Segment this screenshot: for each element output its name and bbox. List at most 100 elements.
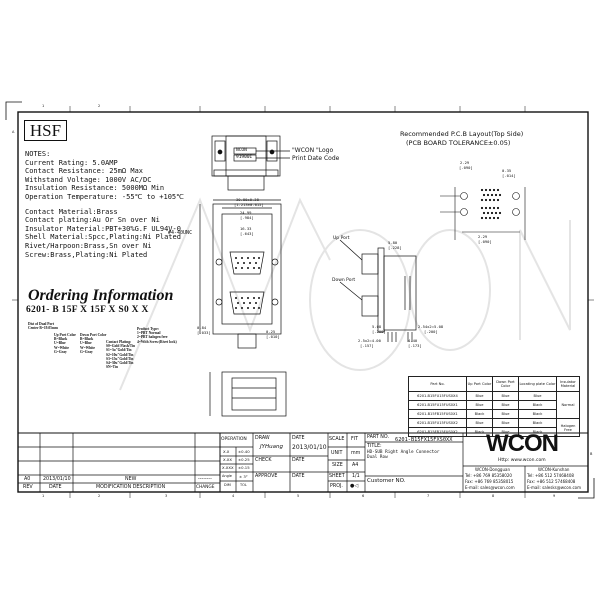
date-code-callout: Print Date Code [292, 155, 340, 162]
plate-color: Black [518, 409, 557, 419]
col-header: Down Port Color [492, 376, 519, 392]
material-halogen: Halogen Free [556, 418, 580, 437]
logo-callout: "WCON "Logo [292, 147, 334, 154]
note-line: Operation Temperature: -55℃ to +105℃ [25, 192, 185, 201]
legend-product-type: Product Type: 1=PBT Normal 2=PBT halogen… [137, 327, 177, 344]
part-no: 6201-B15FB15FUS0X1 [408, 409, 467, 419]
date-code-marking: 91900I [236, 155, 253, 160]
pcb-title: Recommended P.C.B Layout(Top Side) [400, 130, 524, 138]
sheet-label: SHEET [329, 474, 345, 479]
scale-label: SCALE [329, 437, 345, 442]
col-header: Part No. [408, 376, 467, 392]
unit-value: mm [351, 451, 361, 456]
dim-label: 0.25 [266, 329, 276, 334]
plate-color: Blue [518, 391, 557, 401]
up-color: Blue [466, 418, 493, 428]
part-no: 6201-B15FU15FUS0X1 [408, 400, 467, 410]
pcb-tolerance: (PCB BOARD TOLERANCE±0.05) [406, 139, 511, 147]
zone-number: 5 [297, 494, 300, 498]
unit-label: UNIT [331, 451, 343, 456]
material-line: Screw:Brass,Plating:Ni Plated [25, 250, 148, 259]
dim-label: [.984] [240, 215, 254, 220]
dim-label: [.014] [502, 173, 516, 178]
material-normal: Normal [556, 391, 580, 419]
note-line: Withstand Voltage: 1000V AC/DC [25, 175, 152, 184]
side-view-drawing [339, 239, 417, 342]
table-row: 6201-B15FU15FUS0X2 Blue Blue Black Halog… [408, 418, 580, 437]
watermark-wcon [119, 197, 571, 391]
pcb-layout-drawing [440, 187, 526, 240]
col-header: Insulator Material [556, 376, 580, 392]
dim-label: [.090] [459, 165, 473, 170]
dim-label: [.643] [240, 231, 254, 236]
table-row: 6201-B15FU15FUS0X1 Blue Blue Black [408, 400, 580, 410]
desc-header: MODIFICATION DESCRIPTION [96, 485, 166, 490]
bottom-view-drawing [209, 371, 287, 417]
material-line: Contact Material:Brass [25, 207, 118, 216]
tol-value: ± 3° [239, 474, 248, 479]
tol-key: Angle [222, 474, 232, 478]
material-line: Contact plating:Au Or Sn over Ni [25, 216, 160, 225]
kunshan-email[interactable]: E-mail: salesks@wcon.com [527, 485, 582, 490]
dim-label: 4.40 [408, 338, 418, 343]
dongguan-name: WCON-Dongguan [475, 467, 510, 472]
title-value: HD-SUB Right Angle Connector Dual Row [367, 450, 440, 460]
dim-label: 30.80±0.38 [236, 197, 259, 202]
dongguan-fax: Fax: +86 769 85358015 [465, 479, 514, 484]
wcon-logo: WCON [486, 430, 559, 457]
dim-label: 5.80 [388, 240, 398, 245]
tol-key: X.XXX [222, 465, 234, 470]
dim-label: [1.213±0.015] [234, 202, 264, 207]
tol-key: X.X [223, 449, 230, 454]
plate-color: Black [518, 400, 557, 410]
plate-color: Black [518, 427, 557, 437]
tol-key: DIM [224, 483, 231, 487]
legend-down-color: Down Port Color B=Black U=Blue W=White G… [80, 333, 107, 354]
table-row: 6201-B15FB15FUS0X2 Black Blue Black [408, 427, 580, 437]
note-line: Contact Resistance: 25mΩ Max [25, 167, 144, 176]
tol-key: X.XX [223, 457, 233, 462]
dim-label: [.010] [266, 334, 280, 339]
check-date-label: DATE [292, 458, 305, 463]
approve-date-label: DATE [292, 474, 305, 479]
ordering-title: Ordering Information [28, 287, 174, 304]
notes-block: NOTES: Current Rating: 5.0AMP Contact Re… [25, 150, 184, 259]
top-view-drawing [211, 135, 290, 191]
dim-label: 0.35 [502, 168, 512, 173]
up-color: Blue [466, 400, 493, 410]
dim-label: 2.5x2=4.00 [358, 338, 381, 343]
approve-label: APPROVE [255, 474, 278, 479]
dim-label: [.157] [360, 343, 374, 348]
company-url[interactable]: Http: www.wcon.com [498, 458, 546, 463]
check-label: CHECK [255, 458, 272, 463]
dongguan-tel: Tel: +86 769 85358020 [465, 473, 512, 478]
proj-label: PROJ. [330, 484, 343, 489]
parts-table: Part No. Up Port Color Down Port Color L… [408, 376, 580, 437]
down-color: Blue [492, 400, 519, 410]
dim-label: 2.54x2=5.08 [418, 324, 444, 329]
legend-dist: Dist of Dual Port Center B=19.05mm [28, 322, 58, 331]
part-no: 6201-B15FU15FUS0X4 [408, 391, 467, 401]
thread-callout: #4-40UNC [168, 230, 193, 236]
col-header: Up Port Color [466, 376, 493, 392]
dim-label: [.228] [388, 245, 402, 250]
logo-marking: NCON [236, 148, 247, 153]
up-color: Blue [466, 391, 493, 401]
zone-number: 6 [362, 494, 365, 498]
part-no-label: PART NO. [367, 435, 389, 440]
ordering-code: 6201- B 15F X 15F X S0 X X [26, 305, 149, 315]
dongguan-email[interactable]: E-mail: sales@wcon.com [465, 485, 515, 490]
scale-value: FIT [351, 437, 359, 442]
material-line: Rivet/Harpoon:Brass,Sn over Ni [25, 241, 152, 250]
date-label: DATE [292, 436, 305, 441]
dim-label: [.033] [197, 330, 211, 335]
zone-number: 2 [98, 494, 101, 498]
up-port-label: Up Port [333, 236, 350, 241]
zone-number: 4 [232, 494, 235, 498]
material-line: Shell Material:Spcc,Plating:Ni Plated [25, 233, 181, 242]
part-no-value: 6201-B15FX15FXS0XX [395, 437, 453, 443]
dim-label: 2.29 [478, 234, 488, 239]
sheet-frame [5, 101, 595, 499]
table-row: 6201-B15FB15FUS0X1 Black Blue Black [408, 409, 580, 419]
title-label: TITLE: [367, 444, 382, 449]
